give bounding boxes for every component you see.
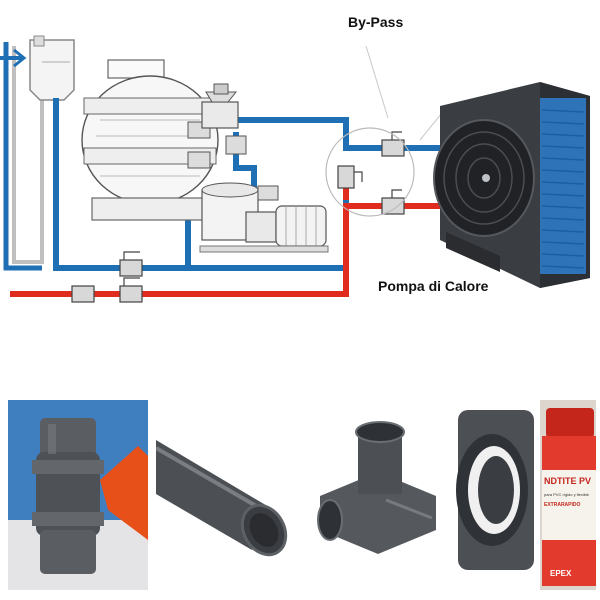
- glue-maker-text: EPEX: [550, 569, 572, 578]
- glue-brand-text: NDTITE PV: [544, 476, 591, 486]
- ball-valve-photo: [8, 400, 148, 590]
- glue-label2-text: EXTRARAPIDO: [544, 502, 581, 508]
- pvc-glue-can-photo: NDTITE PV para PVC rígido y flexible EXT…: [540, 400, 596, 590]
- pvc-pipe-photo: [156, 400, 302, 590]
- pvc-reducer-icon: [452, 400, 538, 590]
- heat-pump-unit: [433, 82, 590, 288]
- pvc-ball-valve-icon: [8, 400, 148, 590]
- pool-pump: [199, 182, 329, 253]
- sand-filter: [81, 59, 219, 221]
- tee-fitting-photo: [306, 400, 450, 590]
- pvc-pipe-icon: [156, 400, 302, 590]
- reducer-photo: [452, 400, 538, 590]
- multiport-valve: [201, 83, 247, 155]
- pvc-tee-fitting-icon: [306, 400, 450, 590]
- bypass-valves: [71, 131, 405, 303]
- bypass-schematic: [0, 35, 590, 303]
- pool-wall: [0, 42, 44, 271]
- heat-pump-label: Pompa di Calore: [378, 278, 489, 294]
- glue-small-text: para PVC rígido y flexible: [544, 492, 590, 497]
- skimmer: [29, 35, 75, 101]
- glue-can-icon: NDTITE PV para PVC rígido y flexible EXT…: [540, 400, 596, 590]
- bypass-label: By-Pass: [348, 14, 404, 30]
